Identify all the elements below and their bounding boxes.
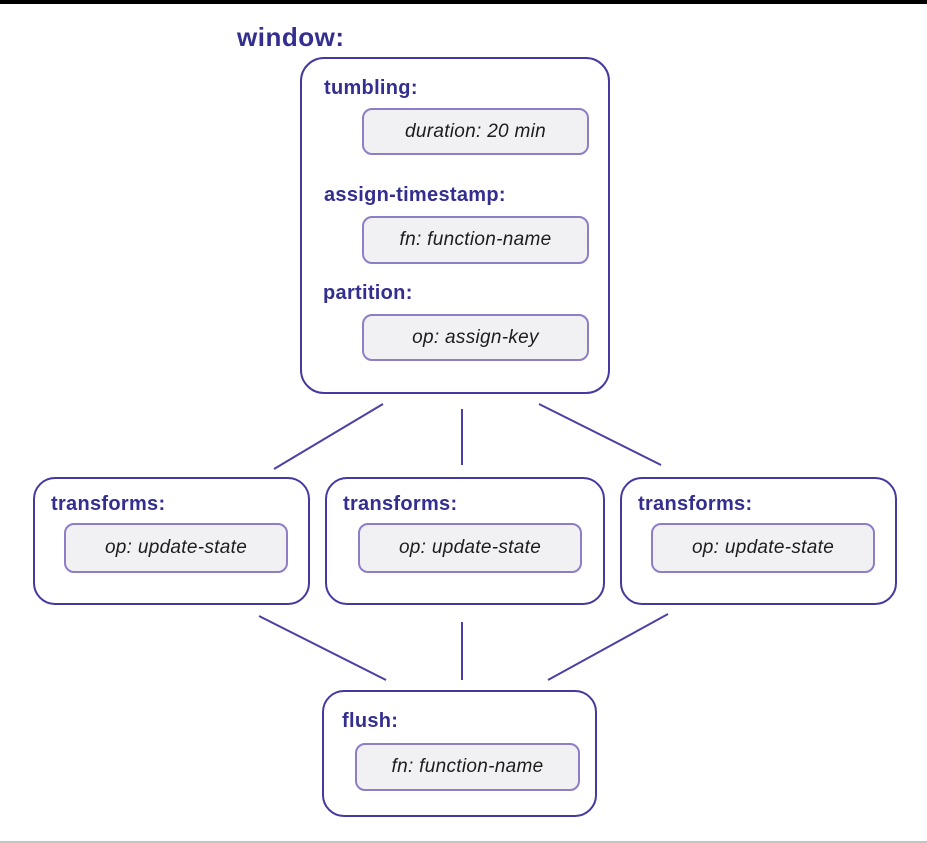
- field-value-op: op: assign-key: [362, 314, 589, 361]
- transforms-middle-value-text: op: update-state: [398, 537, 542, 558]
- field-label-partition: partition:: [323, 282, 413, 304]
- transforms-node-left: transforms: op: update-state: [33, 477, 310, 605]
- bottom-separator-line: [0, 841, 927, 843]
- connector-transform-left-to-flush: [258, 615, 387, 681]
- transforms-left-value-text: op: update-state: [104, 537, 248, 558]
- connector-window-to-transform-right: [538, 403, 662, 466]
- flush-value-text: fn: function-name: [391, 756, 544, 777]
- field-value-fn: fn: function-name: [362, 216, 589, 264]
- connector-transform-right-to-flush: [547, 613, 669, 681]
- transforms-node-middle: transforms: op: update-state: [325, 477, 605, 605]
- transforms-middle-value: op: update-state: [358, 523, 582, 573]
- transforms-right-value-text: op: update-state: [691, 537, 835, 558]
- top-border-bar: [0, 0, 927, 4]
- transforms-right-label: transforms:: [638, 493, 753, 515]
- flush-node: flush: fn: function-name: [322, 690, 597, 817]
- flush-label: flush:: [342, 710, 399, 732]
- field-value-op-text: op: assign-key: [412, 326, 539, 348]
- field-value-duration: duration: 20 min: [362, 108, 589, 155]
- window-node: tumbling: duration: 20 min assign-timest…: [300, 57, 610, 394]
- connector-window-to-transform-left: [273, 403, 384, 470]
- transforms-right-value: op: update-state: [651, 523, 875, 573]
- window-label: window:: [237, 22, 345, 52]
- field-label-tumbling: tumbling:: [324, 77, 418, 99]
- transforms-middle-label: transforms:: [343, 493, 458, 515]
- transforms-left-value: op: update-state: [64, 523, 288, 573]
- flush-value: fn: function-name: [355, 743, 580, 791]
- transforms-left-label: transforms:: [51, 493, 166, 515]
- transforms-node-right: transforms: op: update-state: [620, 477, 897, 605]
- field-value-fn-text: fn: function-name: [399, 229, 552, 250]
- field-label-assign-timestamp: assign-timestamp:: [324, 184, 506, 206]
- field-value-duration-text: duration: 20 min: [404, 120, 547, 142]
